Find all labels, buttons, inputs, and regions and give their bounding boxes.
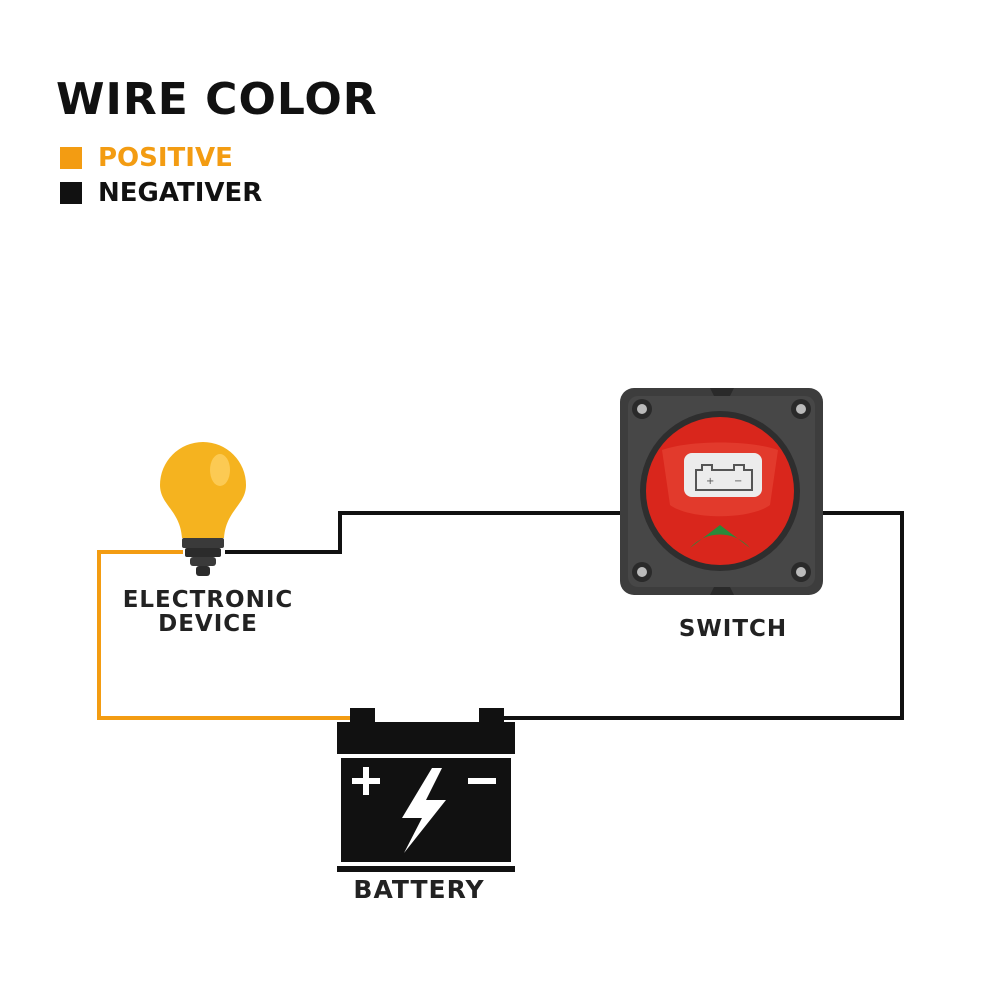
- device-label-line1: ELECTRONIC: [122, 587, 294, 613]
- battery-icon: [337, 708, 515, 872]
- negative-wire-device-switch: [225, 511, 620, 554]
- svg-text:−: −: [734, 476, 742, 487]
- positive-swatch: [60, 147, 82, 169]
- legend-item-positive: POSITIVE: [60, 145, 233, 171]
- device-label: ELECTRONIC DEVICE: [110, 588, 306, 636]
- negative-swatch: [60, 182, 82, 204]
- legend-title: WIRE COLOR: [56, 74, 378, 125]
- positive-wire: [97, 550, 352, 720]
- battery-disconnect-switch-icon: + −: [620, 388, 823, 595]
- negative-label: NEGATIVER: [98, 178, 263, 208]
- svg-text:+: +: [706, 476, 714, 487]
- device-label-line2: DEVICE: [158, 611, 258, 637]
- light-bulb-icon: [160, 442, 246, 576]
- battery-label: BATTERY: [353, 875, 485, 904]
- positive-label: POSITIVE: [98, 143, 233, 173]
- legend-item-negative: NEGATIVER: [60, 180, 262, 206]
- switch-label: SWITCH: [678, 616, 788, 642]
- negative-wire-switch-battery: [495, 511, 904, 720]
